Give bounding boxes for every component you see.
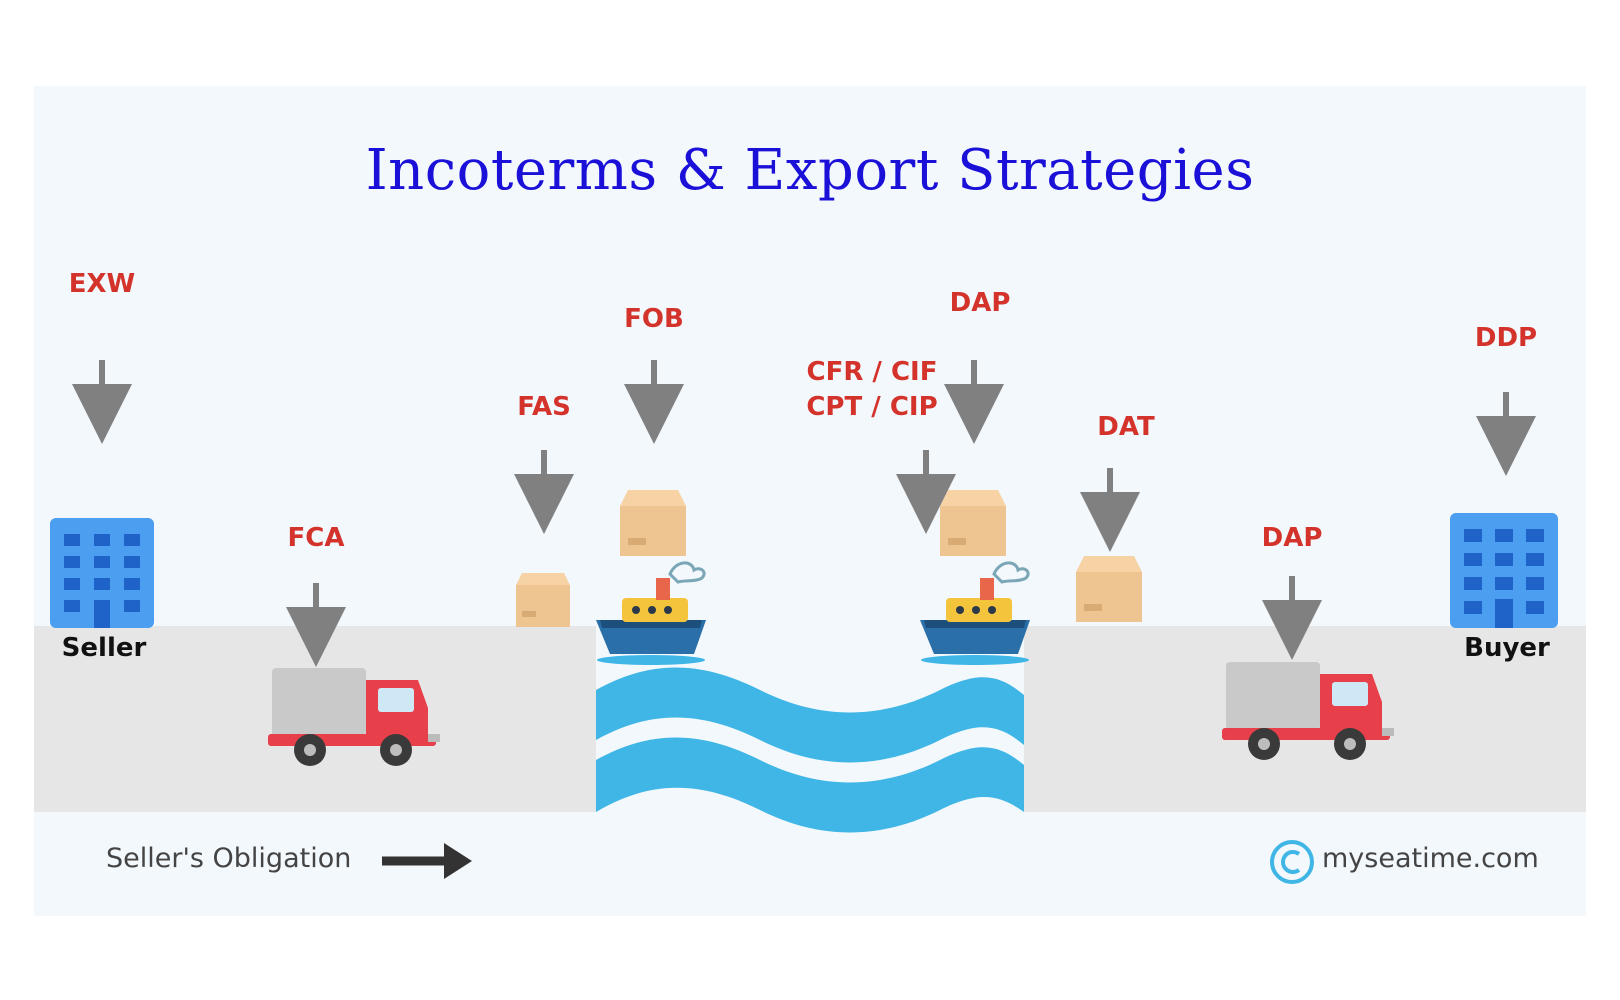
term-fas: FAS: [517, 391, 571, 425]
destination-ship-icon: [920, 563, 1030, 665]
term-dat: DAT: [1097, 411, 1154, 445]
seller-label: Seller: [62, 633, 147, 663]
cfr-box-icon: [940, 490, 1006, 556]
buyer-label: Buyer: [1464, 633, 1550, 663]
seller-building-icon: [50, 518, 154, 628]
term-ddp: DDP: [1475, 322, 1537, 356]
dat-box-icon: [1076, 556, 1142, 622]
fob-box-icon: [620, 490, 686, 556]
fas-box-icon: [516, 573, 570, 627]
term-exw: EXW: [69, 268, 136, 302]
obligation-arrow-right-icon: [382, 843, 472, 879]
origin-ship-icon: [596, 563, 706, 665]
term-fca: FCA: [288, 522, 345, 556]
copyright-icon: [1272, 842, 1312, 882]
site-credit: myseatime.com: [1322, 843, 1539, 874]
obligation-caption: Seller's Obligation: [106, 843, 351, 874]
term-dap-top: DAP: [950, 287, 1011, 321]
term-dap-bottom: DAP: [1262, 522, 1323, 556]
water-waves: [596, 668, 1024, 833]
term-fob: FOB: [624, 303, 684, 337]
page-title: Incoterms & Export Strategies: [0, 138, 1620, 203]
buyer-building-icon: [1450, 513, 1558, 628]
term-cpt-cip: CPT / CIP: [806, 391, 937, 425]
term-cfr-cif: CFR / CIF: [807, 356, 938, 390]
